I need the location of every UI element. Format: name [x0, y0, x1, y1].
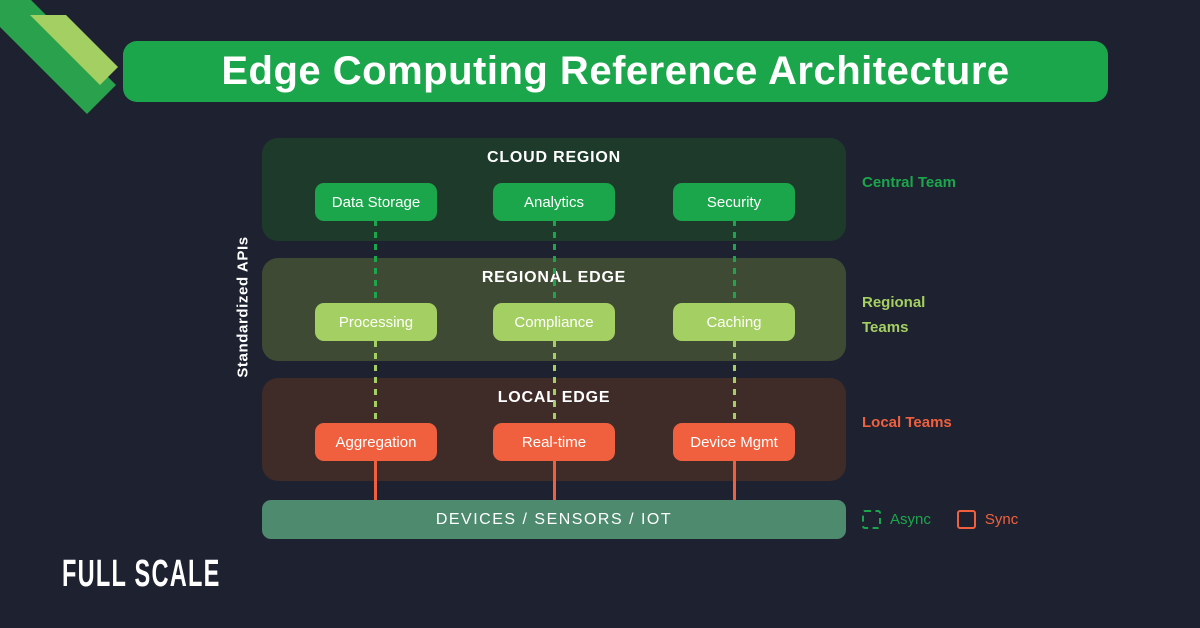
legend-item-sync: Sync	[956, 510, 1019, 529]
async-connector-col2-mid	[553, 341, 556, 424]
sync-solid-swatch-icon	[956, 510, 976, 529]
async-connector-col1-mid	[374, 341, 377, 424]
corner-ribbon-decoration	[0, 0, 118, 114]
legend: Async Sync	[862, 510, 1018, 529]
regional-teams-label: Regional Teams	[862, 294, 926, 336]
sync-connector-col3	[733, 461, 736, 501]
async-connector-col3-mid	[733, 341, 736, 424]
node-caching: Caching	[673, 303, 795, 341]
full-scale-logo: FULL SCALE	[62, 553, 221, 595]
standardized-apis-label: Standardized APIs	[234, 236, 252, 378]
devices-sensors-iot-bar: DEVICES / SENSORS / IOT	[262, 500, 846, 539]
sync-label: Sync	[984, 511, 1019, 528]
cloud-region-title: CLOUD REGION	[486, 149, 622, 166]
async-label: Async	[890, 511, 931, 528]
node-processing: Processing	[315, 303, 437, 341]
local-teams-label: Local Teams	[862, 414, 952, 431]
cloud-region-layer: CLOUD REGION Data Storage Analytics Secu…	[262, 138, 846, 241]
node-security: Security	[673, 183, 795, 221]
async-connector-col2-top	[553, 220, 556, 304]
node-aggregation: Aggregation	[315, 423, 437, 461]
central-team-label: Central Team	[862, 174, 956, 191]
node-compliance: Compliance	[493, 303, 615, 341]
node-analytics: Analytics	[493, 183, 615, 221]
node-data-storage: Data Storage	[315, 183, 437, 221]
async-connector-col1-top	[374, 220, 377, 304]
async-dashed-swatch-icon	[862, 510, 881, 529]
legend-item-async: Async	[862, 510, 931, 529]
sync-connector-col2	[553, 461, 556, 501]
node-real-time: Real-time	[493, 423, 615, 461]
node-device-mgmt: Device Mgmt	[673, 423, 795, 461]
sync-connector-col1	[374, 461, 377, 501]
async-connector-col3-top	[733, 220, 736, 304]
page-title: Edge Computing Reference Architecture	[123, 41, 1108, 102]
